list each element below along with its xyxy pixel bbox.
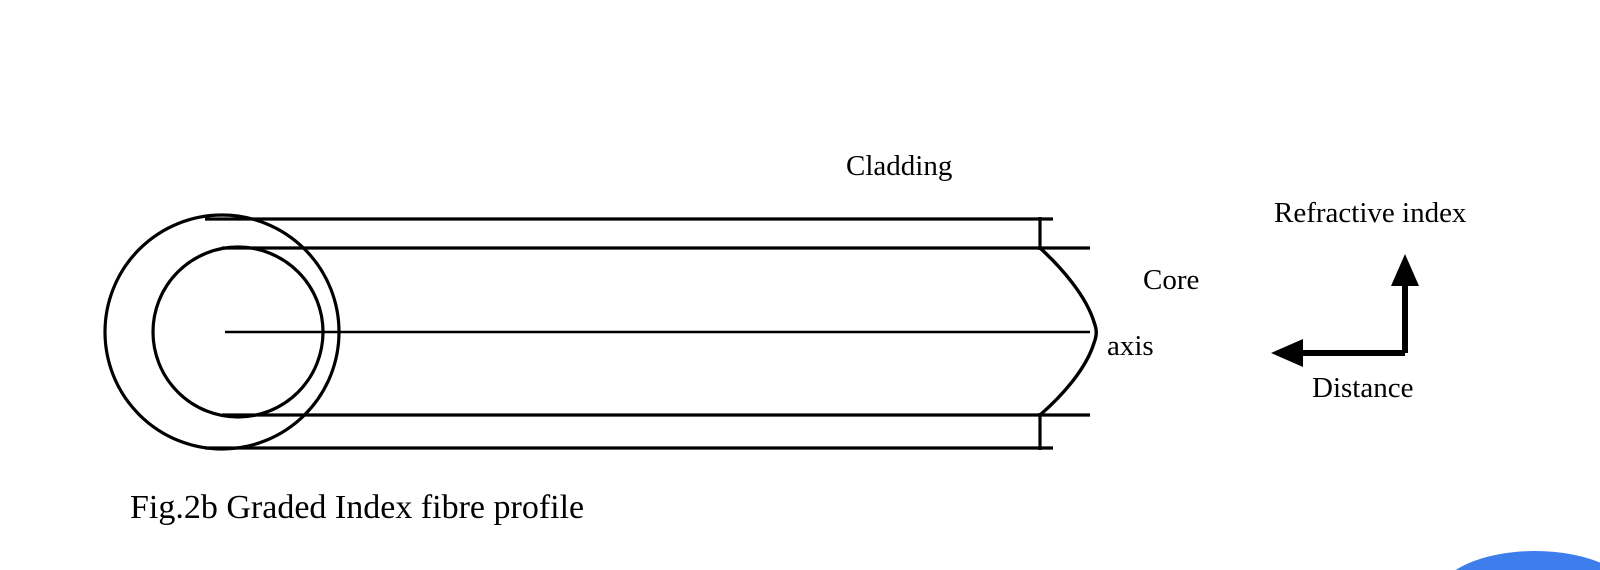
cladding-circle [103, 213, 341, 451]
graded-index-profile-curve [1038, 246, 1098, 417]
label-core: Core [1143, 264, 1200, 296]
distance-arrow-icon [1271, 339, 1303, 367]
figure-caption: Fig.2b Graded Index fibre profile [130, 489, 585, 526]
label-distance: Distance [1312, 372, 1414, 404]
label-refractive-index: Refractive index [1274, 197, 1467, 229]
label-axis: axis [1107, 330, 1154, 362]
core-circle [151, 245, 325, 419]
label-cladding: Cladding [846, 150, 953, 182]
refractive-index-arrow-icon [1391, 254, 1419, 286]
